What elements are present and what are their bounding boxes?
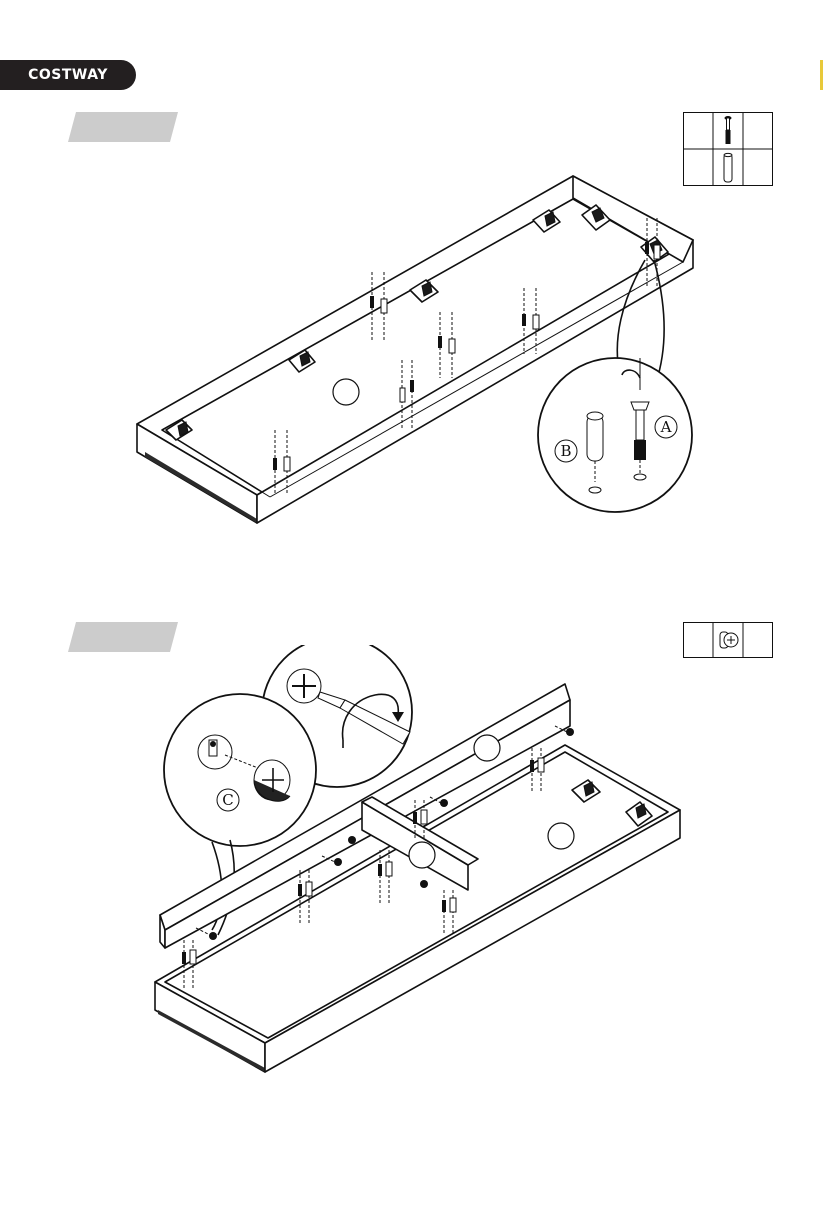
panel-number-circle: [409, 842, 435, 868]
panel-number-circle: [548, 823, 574, 849]
panel-number-circle: [333, 379, 359, 405]
callout-label-b: B: [560, 442, 571, 460]
panel-number-circle: [474, 735, 500, 761]
brand-logo: COSTWAY: [0, 60, 136, 90]
step-1-drawing: A B: [0, 170, 823, 530]
callout-label-c: C: [222, 791, 233, 809]
brand-name: COSTWAY: [28, 67, 108, 83]
step-1-tab: [68, 112, 178, 142]
callout-label-a: A: [660, 418, 672, 436]
detail-callout-cam-bolt-dowel: A B: [538, 358, 692, 512]
step-2-drawing: C: [0, 645, 823, 1085]
